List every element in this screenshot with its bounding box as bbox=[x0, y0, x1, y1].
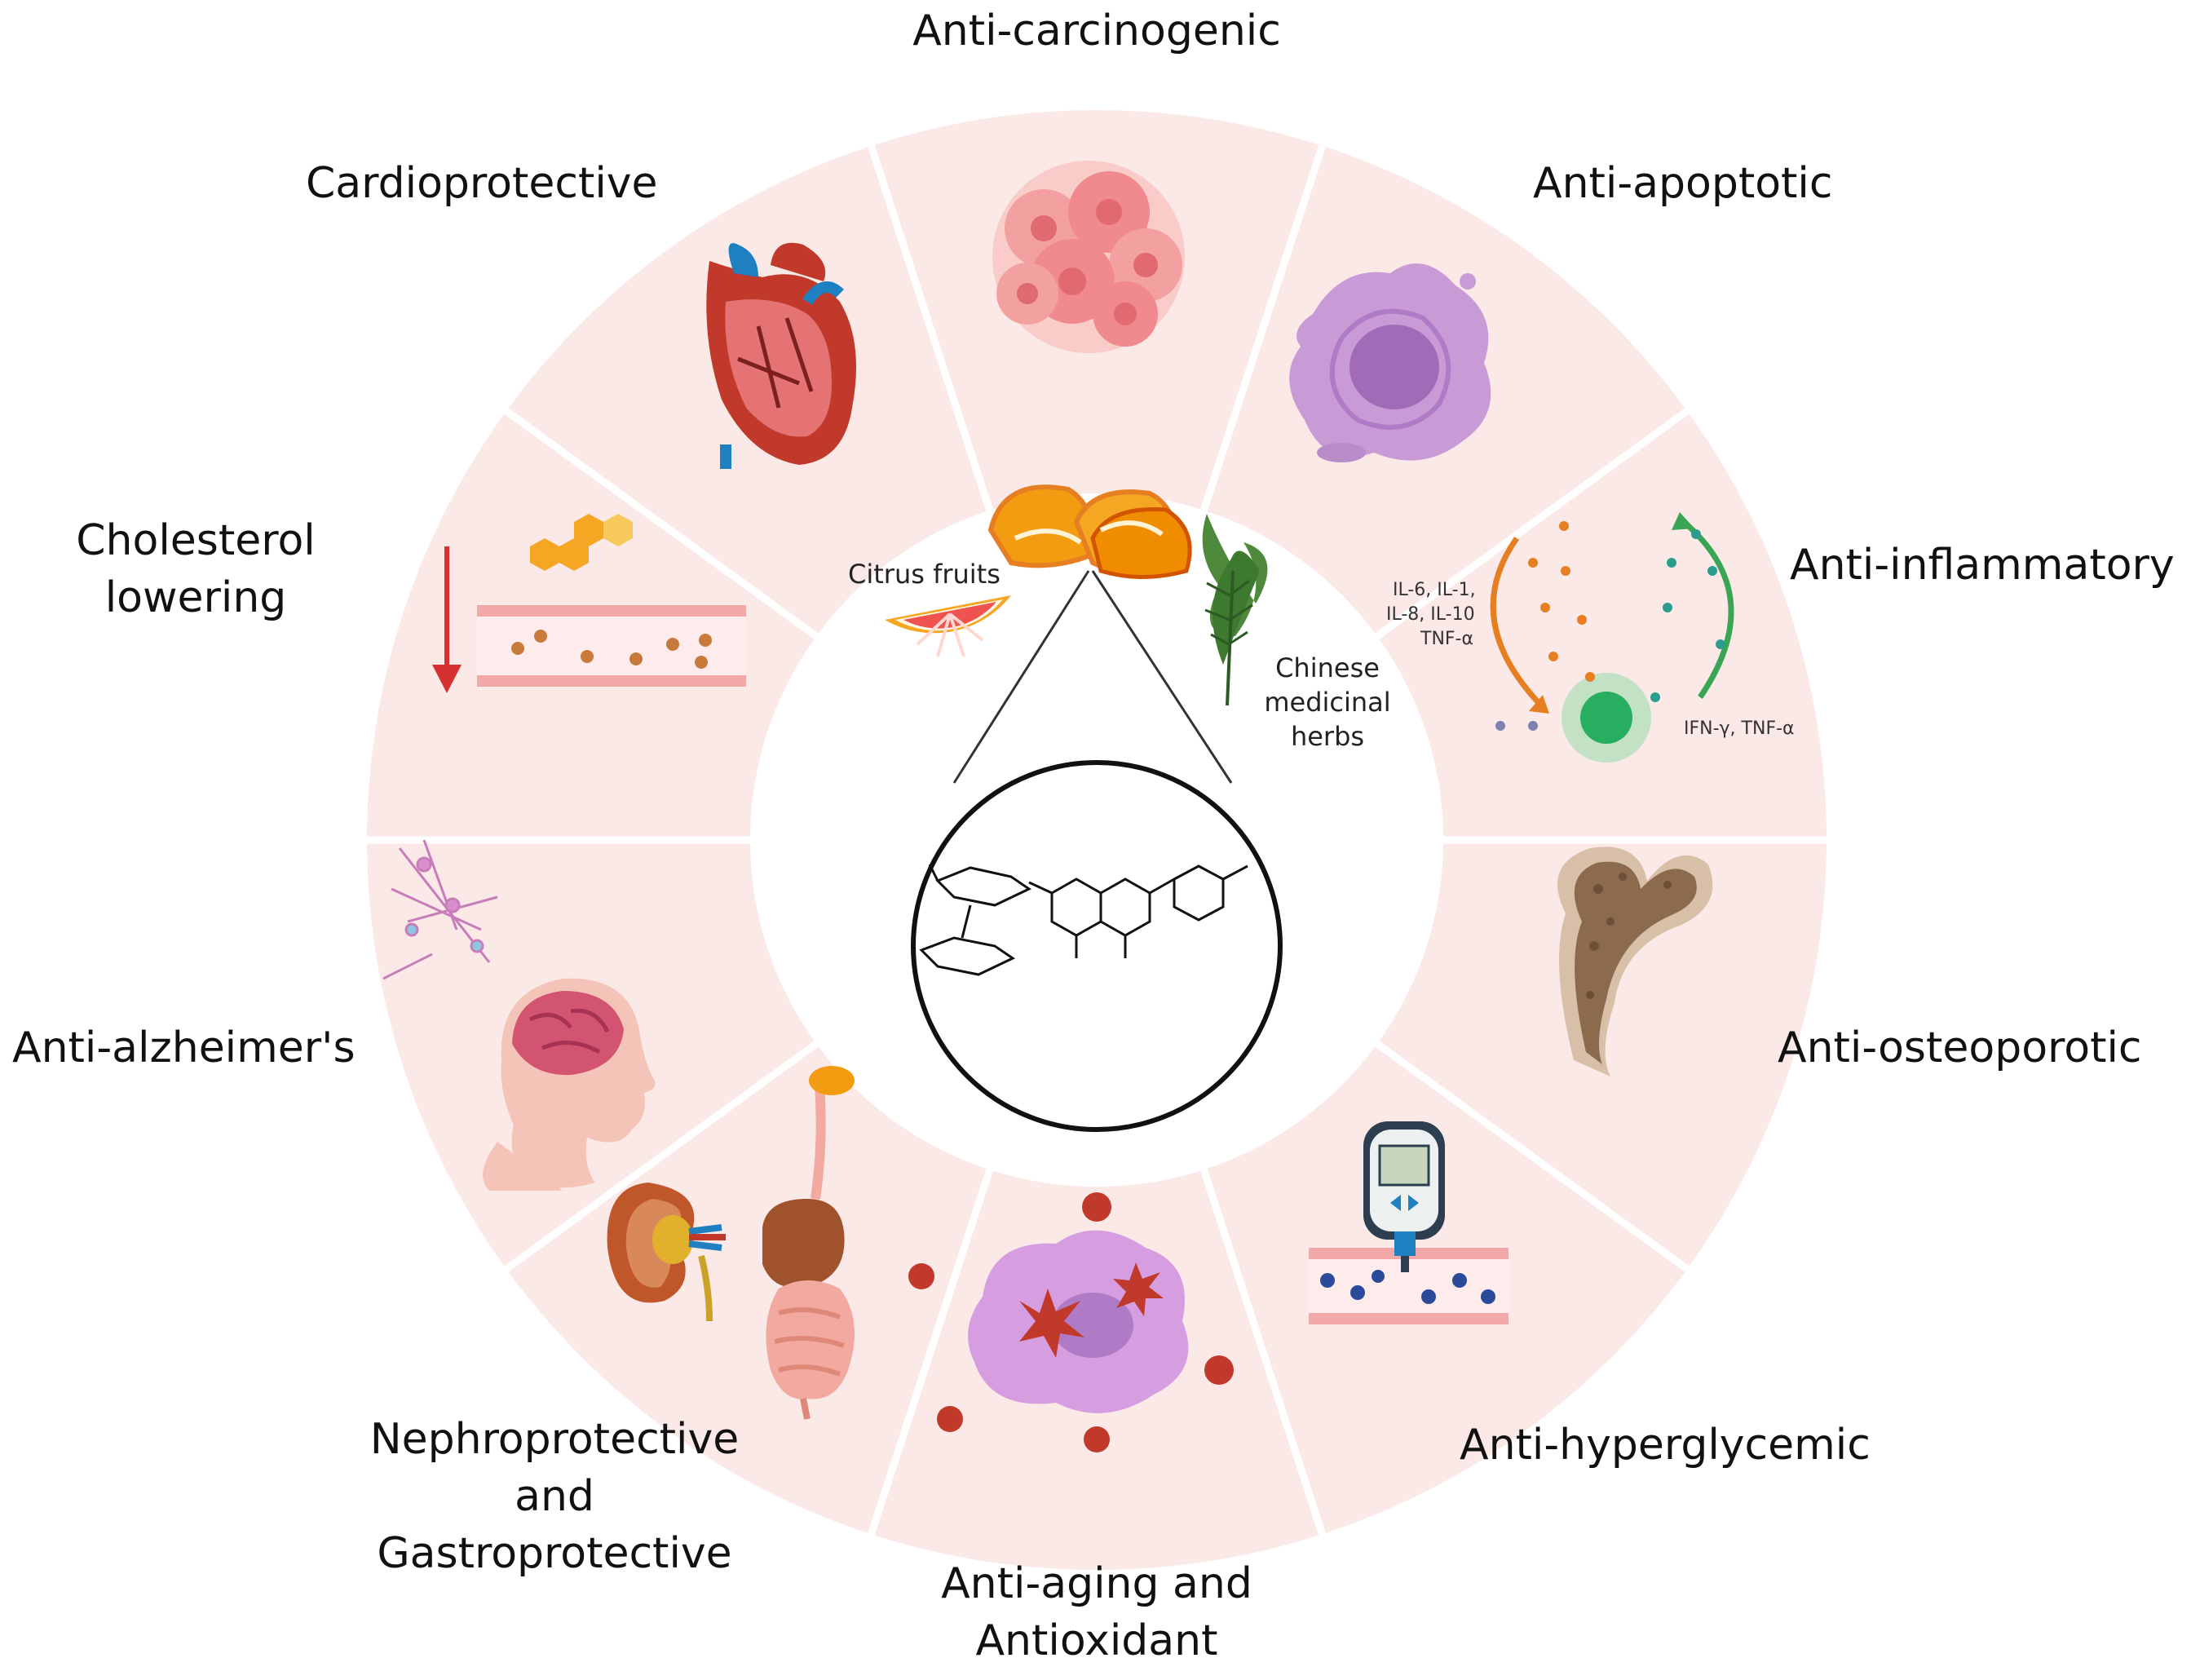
inflammation-icon: IL-6, IL-1, IL-8, IL-10 TNF-α IFN-γ, TNF… bbox=[1386, 512, 1795, 763]
label-line: Cardioprotective bbox=[306, 159, 658, 208]
label-line: Anti-hyperglycemic bbox=[1460, 1421, 1871, 1470]
pro-cytokines-line-1: IL-6, IL-1, bbox=[1393, 580, 1476, 600]
grapefruit-icon bbox=[885, 595, 1011, 657]
apoptotic-cell-icon bbox=[1289, 263, 1491, 462]
label-cardioprotective: Cardioprotective bbox=[306, 155, 658, 212]
label-line: Anti-apoptotic bbox=[1533, 159, 1833, 208]
pro-cytokines-line-2: IL-8, IL-10 bbox=[1386, 604, 1475, 625]
label-anti-inflammatory: Anti-inflammatory bbox=[1790, 537, 2175, 594]
zoom-line-left bbox=[952, 570, 1090, 784]
digestive-system-icon bbox=[762, 1066, 855, 1420]
pro-inflammatory-arrow bbox=[1490, 536, 1544, 708]
heart-icon bbox=[706, 242, 856, 469]
label-anti-osteoporotic: Anti-osteoporotic bbox=[1778, 1019, 2142, 1077]
free-radicals-icon bbox=[908, 1192, 1234, 1452]
label-line: lowering bbox=[104, 573, 287, 622]
label-nephro-gastro: Nephroprotective and Gastroprotective bbox=[351, 1411, 758, 1582]
neurons-icon bbox=[382, 839, 498, 980]
anti-cytokines-label: IFN-γ, TNF-α bbox=[1684, 718, 1795, 739]
chemical-structure-icon bbox=[919, 864, 1248, 976]
label-anti-apoptotic: Anti-apoptotic bbox=[1533, 155, 1832, 212]
bone-icon bbox=[1557, 847, 1713, 1077]
cancer-cells-icon bbox=[992, 161, 1185, 353]
label-line: Anti-alzheimer's bbox=[12, 1023, 356, 1072]
herb-leaf-icon bbox=[1202, 514, 1268, 706]
label-cholesterol-lowering: Cholesterol lowering bbox=[33, 512, 359, 626]
center-group: Citrus fruits Chinese medicinal herbs bbox=[848, 484, 1391, 1132]
label-line: and bbox=[515, 1472, 594, 1521]
label-line: Nephroprotective bbox=[369, 1415, 740, 1464]
anti-inflammatory-arrow bbox=[1681, 519, 1734, 699]
label-line: Antioxidant bbox=[975, 1616, 1218, 1665]
structure-circle bbox=[911, 760, 1283, 1132]
orange-slices-icon bbox=[987, 484, 1192, 579]
label-anti-aging-antioxidant: Anti-aging and Antioxidant bbox=[893, 1555, 1301, 1669]
glucose-meter-icon bbox=[1309, 1121, 1509, 1324]
label-anti-carcinogenic: Anti-carcinogenic bbox=[893, 2, 1301, 60]
citrus-fruits-label: Citrus fruits bbox=[848, 559, 1001, 590]
oxidative-stress-cell-icon bbox=[908, 1192, 1234, 1452]
label-anti-hyperglycemic: Anti-hyperglycemic bbox=[1460, 1417, 1871, 1474]
herbs-label-line-3: herbs bbox=[1291, 721, 1364, 752]
label-line: Cholesterol bbox=[76, 516, 316, 565]
cholesterol-molecule-icon bbox=[530, 514, 633, 571]
herbs-label-line-2: medicinal bbox=[1264, 687, 1390, 718]
label-anti-alzheimers: Anti-alzheimer's bbox=[12, 1019, 356, 1077]
herbs-label-line-1: Chinese bbox=[1275, 652, 1380, 683]
segment-nephroprotective-gastroprotective bbox=[508, 1046, 987, 1533]
label-line: Anti-osteoporotic bbox=[1778, 1023, 2142, 1072]
segment-anti-inflammatory bbox=[1379, 413, 1827, 837]
label-line: Anti-inflammatory bbox=[1790, 541, 2175, 590]
label-line: Anti-aging and bbox=[941, 1559, 1252, 1608]
kidney-icon bbox=[607, 1183, 726, 1322]
label-line: Gastroprotective bbox=[377, 1529, 732, 1578]
head-brain-icon bbox=[483, 978, 656, 1191]
label-line: Anti-carcinogenic bbox=[912, 7, 1281, 55]
cholesterol-vessel-icon bbox=[432, 514, 746, 693]
zoom-line-right bbox=[1091, 570, 1233, 784]
pro-cytokines-line-3: TNF-α bbox=[1420, 629, 1473, 649]
